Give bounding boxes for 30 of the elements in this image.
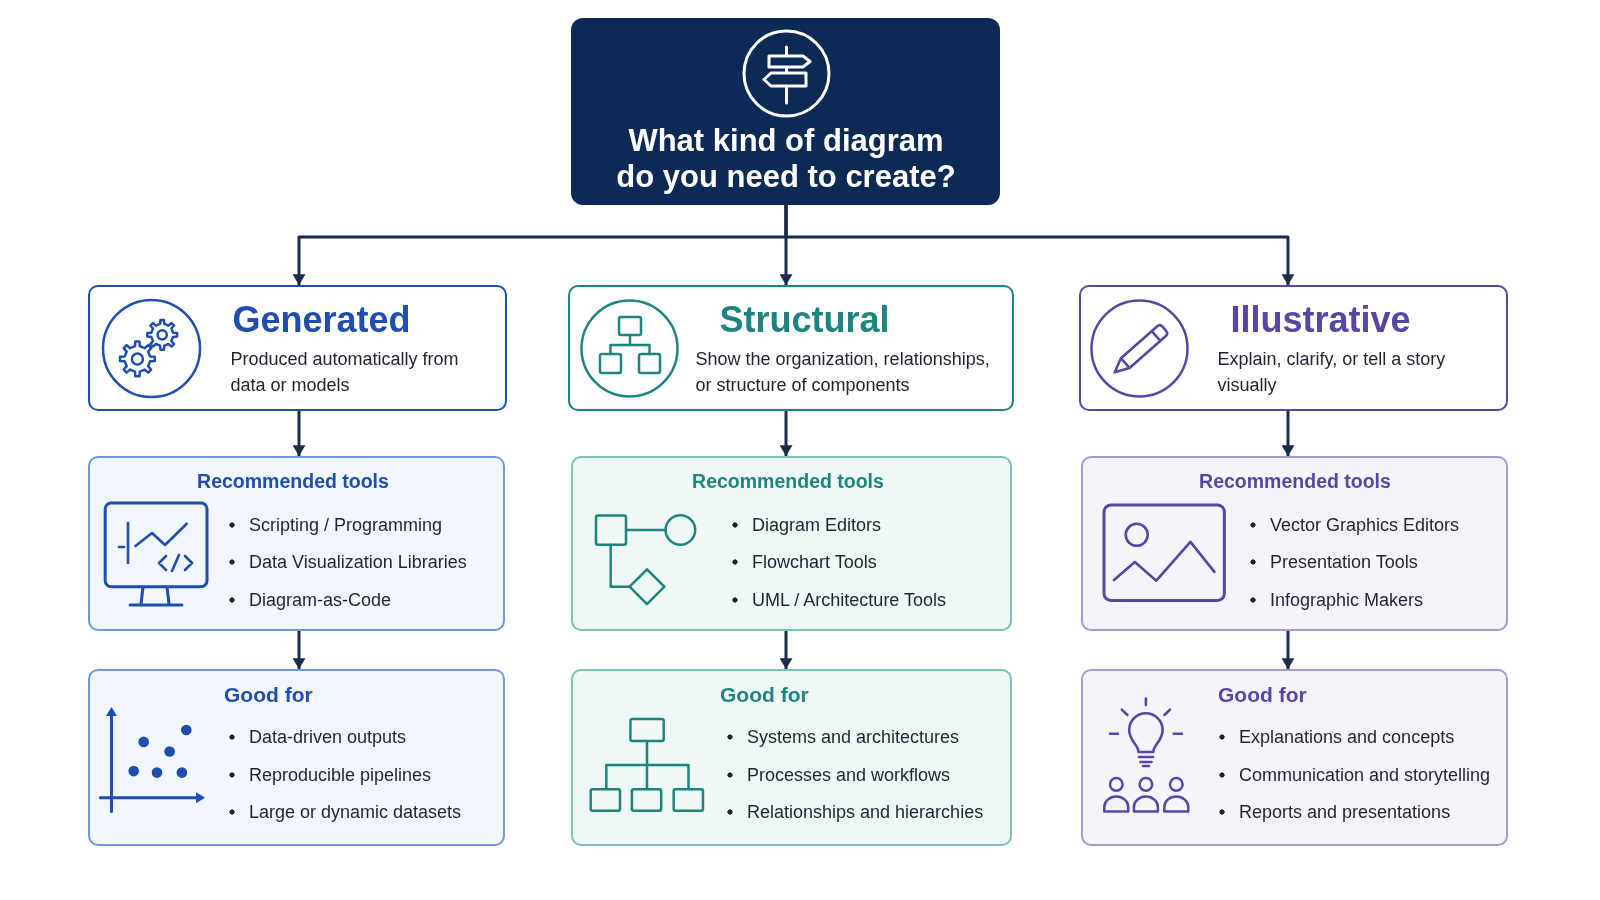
question-box xyxy=(571,18,1000,205)
question-title: What kind of diagram do you need to create? xyxy=(616,123,956,195)
tools-panel xyxy=(88,456,505,631)
category-card xyxy=(568,285,1014,411)
category-card xyxy=(88,285,507,411)
tools-panel xyxy=(571,456,1012,631)
panel-heading: Recommended tools xyxy=(692,469,884,494)
panel-heading: Good for xyxy=(224,682,313,708)
arrow xyxy=(779,631,793,669)
panel-heading: Good for xyxy=(1218,682,1307,708)
panel-heading: Good for xyxy=(720,682,809,708)
use-case-panel xyxy=(88,669,505,846)
arrow xyxy=(292,631,306,669)
arrow xyxy=(1281,411,1295,456)
arrow xyxy=(1281,631,1295,669)
arrow xyxy=(784,205,1295,285)
tools-panel xyxy=(1081,456,1508,631)
category-card xyxy=(1079,285,1508,411)
category-title: Structural xyxy=(719,298,890,341)
category-description: Explain, clarify, or tell a story visually xyxy=(1217,347,1447,397)
use-case-panel xyxy=(571,669,1012,846)
category-description: Produced automatically from data or models xyxy=(230,347,460,397)
panel-heading: Recommended tools xyxy=(1199,469,1391,494)
arrow xyxy=(779,411,793,456)
panel-heading: Recommended tools xyxy=(197,469,389,494)
category-description: Show the organization, relationships, or structure of components xyxy=(695,347,991,397)
category-title: Illustrative xyxy=(1230,298,1411,341)
arrow xyxy=(292,411,306,456)
use-case-panel xyxy=(1081,669,1508,846)
category-title: Generated xyxy=(232,298,411,341)
